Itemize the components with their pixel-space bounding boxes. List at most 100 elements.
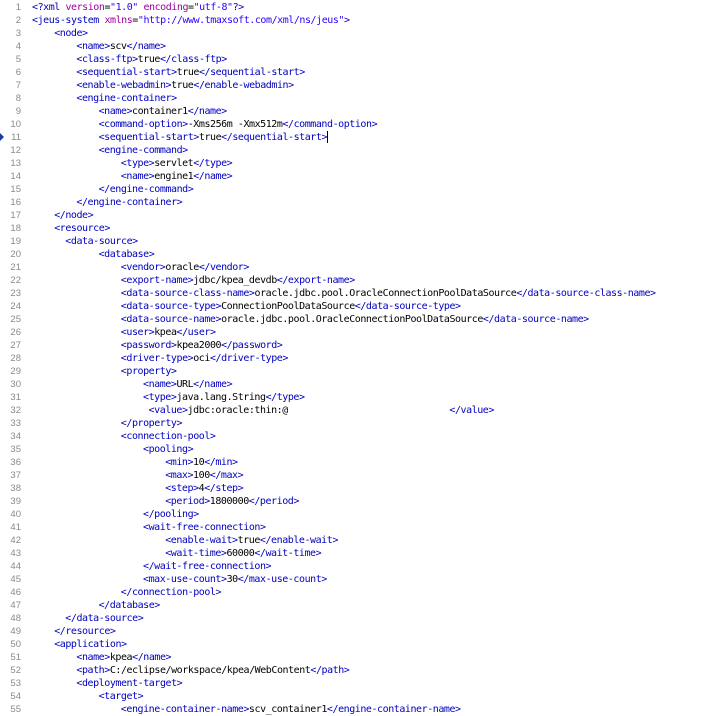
code-line[interactable]: 15</engine-command> bbox=[0, 183, 720, 196]
xml-tag: <data-source-type> bbox=[120, 301, 222, 312]
xml-text: engine1 bbox=[154, 171, 194, 182]
code-line[interactable]: 12<engine-command> bbox=[0, 144, 720, 157]
code-line[interactable]: 27<password>kpea2000</password> bbox=[0, 339, 720, 352]
code-line[interactable]: 55<engine-container-name>scv_container1<… bbox=[0, 703, 720, 716]
code-line[interactable]: 4<name>scv</name> bbox=[0, 40, 720, 53]
xml-tag: </driver-type> bbox=[209, 353, 288, 364]
code-line[interactable]: 3<node> bbox=[0, 27, 720, 40]
code-line[interactable]: 49</resource> bbox=[0, 625, 720, 638]
code-line[interactable]: 34<connection-pool> bbox=[0, 430, 720, 443]
xml-tag: > bbox=[343, 15, 350, 26]
code-line[interactable]: 24<data-source-type>ConnectionPoolDataSo… bbox=[0, 300, 720, 313]
code-line[interactable]: 39<period>1800000</period> bbox=[0, 495, 720, 508]
code-line[interactable]: 37<max>100</max> bbox=[0, 469, 720, 482]
line-number: 12 bbox=[10, 145, 21, 156]
xml-text: kpea bbox=[109, 652, 133, 663]
code-line[interactable]: 13<type>servlet</type> bbox=[0, 157, 720, 170]
code-line[interactable]: 16</engine-container> bbox=[0, 196, 720, 209]
code-line[interactable]: 7<enable-webadmin>true</enable-webadmin> bbox=[0, 79, 720, 92]
xml-tag: </vendor> bbox=[198, 262, 250, 273]
xml-tag: </export-name> bbox=[276, 275, 355, 286]
code-line[interactable]: 30<name>URL</name> bbox=[0, 378, 720, 391]
xml-text: true bbox=[176, 67, 200, 78]
xml-text: oracle.jdbc.pool.OracleConnectionPoolDat… bbox=[254, 288, 517, 299]
xml-tag: <name> bbox=[120, 171, 155, 182]
xml-tag: <type> bbox=[143, 392, 177, 403]
line-number: 54 bbox=[10, 691, 21, 702]
line-number: 48 bbox=[10, 613, 21, 624]
code-line[interactable]: 32 <value>jdbc:oracle:thin:@ </value> bbox=[0, 404, 720, 417]
code-line[interactable]: 20<database> bbox=[0, 248, 720, 261]
code-line[interactable]: 14<name>engine1</name> bbox=[0, 170, 720, 183]
code-line[interactable]: 35<pooling> bbox=[0, 443, 720, 456]
code-line[interactable]: 9<name>container1</name> bbox=[0, 105, 720, 118]
code-line[interactable]: 46</connection-pool> bbox=[0, 586, 720, 599]
line-number: 7 bbox=[15, 80, 21, 91]
code-line[interactable]: 25<data-source-name>oracle.jdbc.pool.Ora… bbox=[0, 313, 720, 326]
code-line[interactable]: 29<property> bbox=[0, 365, 720, 378]
code-text: <driver-type>oci</driver-type> bbox=[121, 352, 289, 365]
line-number: 55 bbox=[10, 704, 21, 715]
line-number: 32 bbox=[10, 405, 21, 416]
line-number: 46 bbox=[10, 587, 21, 598]
xml-text: 30 bbox=[226, 574, 239, 585]
xml-tag: </type> bbox=[193, 158, 233, 169]
code-line[interactable]: 5<class-ftp>true</class-ftp> bbox=[0, 53, 720, 66]
code-line[interactable]: 10<command-option>-Xms256m -Xmx512m</com… bbox=[0, 118, 720, 131]
code-line[interactable]: 1 <?xml version="1.0" encoding="utf-8"?> bbox=[0, 1, 720, 14]
code-line[interactable]: 8<engine-container> bbox=[0, 92, 720, 105]
code-line[interactable]: 18<resource> bbox=[0, 222, 720, 235]
code-line[interactable]: 48</data-source> bbox=[0, 612, 720, 625]
code-line[interactable]: 53<deployment-target> bbox=[0, 677, 720, 690]
code-text: <sequential-start>true</sequential-start… bbox=[76, 66, 305, 79]
xml-tag: </max> bbox=[209, 470, 244, 481]
line-number: 22 bbox=[10, 275, 21, 286]
code-text: <type>servlet</type> bbox=[121, 157, 233, 170]
xml-text: 1800000 bbox=[209, 496, 249, 507]
xml-tag: </sequential-start> bbox=[221, 132, 328, 143]
code-line[interactable]: 38<step>4</step> bbox=[0, 482, 720, 495]
line-number: 43 bbox=[10, 548, 21, 559]
code-text: <target> bbox=[99, 690, 144, 703]
line-number: 1 bbox=[15, 2, 21, 13]
code-line[interactable]: 11<sequential-start>true</sequential-sta… bbox=[0, 131, 720, 144]
code-line[interactable]: 51<name>kpea</name> bbox=[0, 651, 720, 664]
code-line[interactable]: 31<type>java.lang.String</type> bbox=[0, 391, 720, 404]
code-line[interactable]: 45<max-use-count>30</max-use-count> bbox=[0, 573, 720, 586]
code-line[interactable]: 50<application> bbox=[0, 638, 720, 651]
line-number: 33 bbox=[10, 418, 21, 429]
xml-tag: </data-source-type> bbox=[354, 301, 461, 312]
code-line[interactable]: 33</property> bbox=[0, 417, 720, 430]
code-line[interactable]: 41<wait-free-connection> bbox=[0, 521, 720, 534]
code-line[interactable]: 2<jeus-system xmlns="http://www.tmaxsoft… bbox=[0, 14, 720, 27]
code-text: <value>jdbc:oracle:thin:@ </value> bbox=[149, 404, 495, 417]
xml-tag: </class-ftp> bbox=[159, 54, 227, 65]
code-line[interactable]: 43<wait-time>60000</wait-time> bbox=[0, 547, 720, 560]
xml-attribute-name: xmlns bbox=[104, 15, 133, 26]
code-text: <?xml version="1.0" encoding="utf-8"?> bbox=[32, 1, 244, 14]
code-line[interactable]: 47</database> bbox=[0, 599, 720, 612]
code-line[interactable]: 36<min>10</min> bbox=[0, 456, 720, 469]
code-line[interactable]: 23<data-source-class-name>oracle.jdbc.po… bbox=[0, 287, 720, 300]
code-text: <path>C:/eclipse/workspace/kpea/WebConte… bbox=[76, 664, 349, 677]
code-line[interactable]: 17</node> bbox=[0, 209, 720, 222]
code-line[interactable]: 22<export-name>jdbc/kpea_devdb</export-n… bbox=[0, 274, 720, 287]
line-number: 38 bbox=[10, 483, 21, 494]
code-line[interactable]: 52<path>C:/eclipse/workspace/kpea/WebCon… bbox=[0, 664, 720, 677]
xml-text: true bbox=[237, 535, 261, 546]
code-line[interactable]: 6<sequential-start>true</sequential-star… bbox=[0, 66, 720, 79]
code-text: <name>scv</name> bbox=[76, 40, 166, 53]
xml-equals: = bbox=[132, 15, 138, 26]
code-line[interactable]: 21<vendor>oracle</vendor> bbox=[0, 261, 720, 274]
code-text: </database> bbox=[99, 599, 161, 612]
code-line[interactable]: 42<enable-wait>true</enable-wait> bbox=[0, 534, 720, 547]
code-line[interactable]: 28<driver-type>oci</driver-type> bbox=[0, 352, 720, 365]
xml-tag: <connection-pool> bbox=[120, 431, 216, 442]
code-line[interactable]: 19<data-source> bbox=[0, 235, 720, 248]
code-line[interactable]: 26<user>kpea</user> bbox=[0, 326, 720, 339]
code-line[interactable]: 40</pooling> bbox=[0, 508, 720, 521]
code-line[interactable]: 54 <target> bbox=[0, 690, 720, 703]
code-text: <vendor>oracle</vendor> bbox=[121, 261, 250, 274]
code-line[interactable]: 44</wait-free-connection> bbox=[0, 560, 720, 573]
